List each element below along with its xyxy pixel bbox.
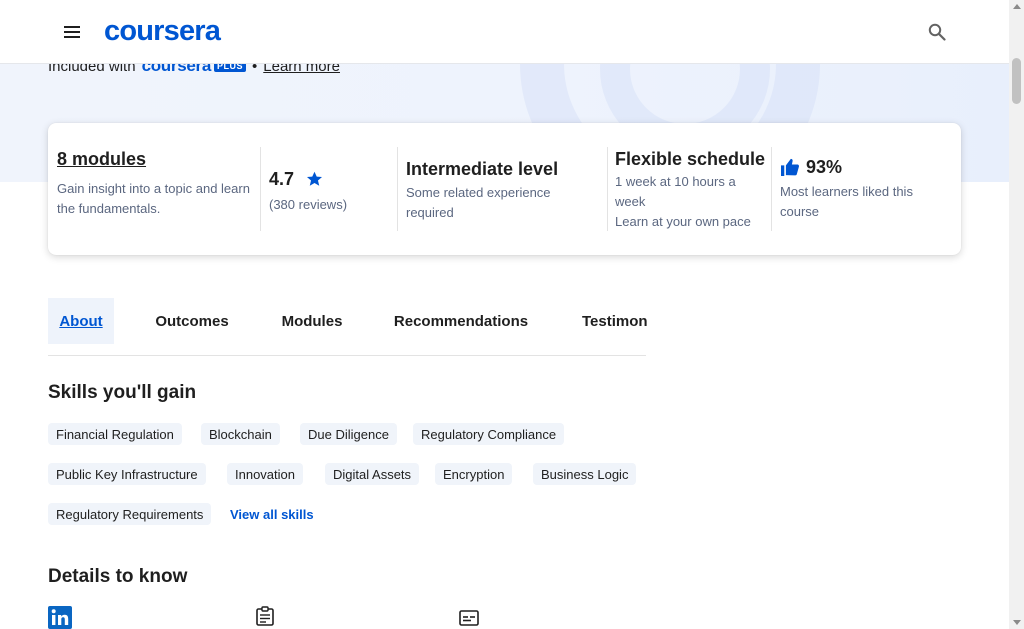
skills-heading: Skills you'll gain [48,382,197,403]
tab-testimonials[interactable]: Testimon [582,312,648,330]
stat-schedule: Flexible schedule 1 week at 10 hours a w… [615,147,767,231]
tab-outcomes[interactable]: Outcomes [155,312,229,330]
stat-divider [607,147,608,231]
stat-liked: 93% Most learners liked this course [780,147,940,231]
modules-link[interactable]: 8 modules [57,149,147,169]
course-stats-card: 8 modules Gain insight into a topic and … [48,123,961,255]
skill-chip-public-key-infrastructure[interactable]: Public Key Infrastructure [48,463,206,485]
thumbs-up-icon [781,158,799,176]
liked-row: 93% [780,155,940,179]
stat-divider [397,147,398,231]
level-description: Some related experience required [406,185,551,220]
scroll-down-arrow[interactable] [1013,620,1021,625]
coursera-logo[interactable]: coursera [104,14,221,47]
skill-chip-regulatory-requirements[interactable]: Regulatory Requirements [48,503,212,525]
skill-chip-innovation[interactable]: Innovation [227,463,303,485]
stat-divider [260,147,261,231]
skill-chip-financial-regulation[interactable]: Financial Regulation [48,423,182,445]
liked-percent: 93% [806,157,843,177]
course-tabs: About Outcomes Modules Recommendations T… [48,298,648,356]
page-scrollbar[interactable] [1009,0,1024,629]
stat-rating: 4.7 (380 reviews) [269,147,394,231]
liked-description: Most learners liked this course [780,184,913,219]
details-heading: Details to know [48,566,188,587]
stat-level: Intermediate level Some related experien… [406,147,601,231]
search-button[interactable] [913,8,961,56]
hamburger-menu-icon [64,26,80,38]
schedule-duration: 1 week at 10 hours a week [615,174,736,209]
search-icon [928,23,946,41]
view-all-skills-link[interactable]: View all skills [230,506,314,522]
tab-about[interactable]: About [48,298,114,344]
star-icon [307,171,323,186]
schedule-title: Flexible schedule [615,149,766,169]
subtitles-icon [459,610,479,626]
skill-chip-encryption[interactable]: Encryption [435,463,513,485]
stat-modules: 8 modules Gain insight into a topic and … [57,147,252,231]
top-navigation: coursera [0,0,1009,64]
tab-recommendations[interactable]: Recommendations [393,312,529,330]
linkedin-icon [48,606,72,629]
schedule-pace: Learn at your own pace [615,214,751,229]
rating-row: 4.7 [269,167,394,191]
menu-button[interactable] [48,8,96,56]
rating-value: 4.7 [269,169,295,189]
separator-dot: • [252,57,258,75]
skill-chip-regulatory-compliance[interactable]: Regulatory Compliance [413,423,565,445]
modules-description: Gain insight into a topic and learn the … [57,181,250,216]
level-title: Intermediate level [406,159,559,179]
skill-chip-blockchain[interactable]: Blockchain [201,423,280,445]
skill-chip-digital-assets[interactable]: Digital Assets [325,463,420,485]
assignment-icon [256,606,274,626]
skill-chip-due-diligence[interactable]: Due Diligence [300,423,397,445]
scroll-up-arrow[interactable] [1013,4,1021,9]
reviews-count: (380 reviews) [269,197,348,212]
stat-divider [771,147,772,231]
scroll-thumb[interactable] [1012,58,1021,104]
skill-chip-business-logic[interactable]: Business Logic [533,463,637,485]
tab-modules[interactable]: Modules [281,312,343,330]
